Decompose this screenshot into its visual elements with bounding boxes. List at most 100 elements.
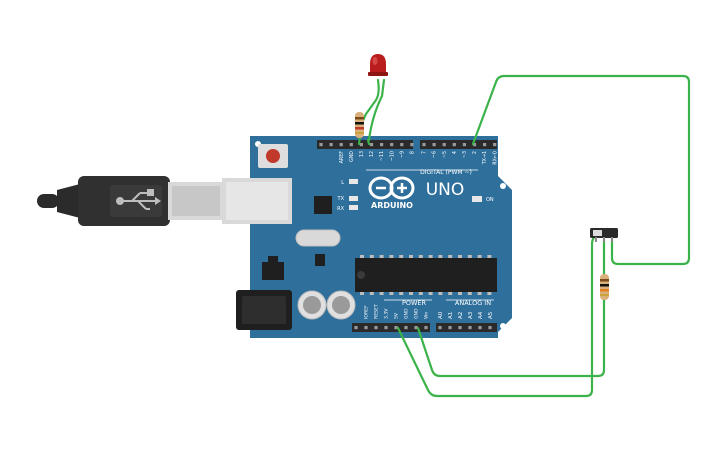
- pin-hole[interactable]: [424, 326, 428, 330]
- led-highlight: [372, 57, 378, 65]
- led-rx: [349, 205, 358, 210]
- pin-hole[interactable]: [364, 326, 368, 330]
- pin-hole[interactable]: [488, 326, 492, 330]
- analog-pin-label: A5: [488, 311, 494, 319]
- wire-5v-switch[interactable]: [396, 234, 598, 398]
- pin-hole[interactable]: [400, 143, 404, 147]
- switch-resistor[interactable]: [600, 274, 609, 300]
- chip-pin: [389, 255, 394, 258]
- chip-pin: [448, 292, 453, 295]
- chip-pin: [409, 255, 413, 258]
- digital-header-right: [420, 140, 497, 149]
- pin-hole[interactable]: [410, 143, 414, 147]
- brand-label: ARDUINO: [371, 201, 413, 210]
- digital-pin-label: ~11: [379, 151, 385, 161]
- analog-pin-label: A4: [478, 311, 484, 319]
- pin-hole[interactable]: [442, 143, 446, 147]
- usb-cable[interactable]: [37, 176, 224, 226]
- pin-hole[interactable]: [468, 326, 472, 330]
- chip-pin: [379, 292, 384, 295]
- switch-slider[interactable]: [593, 230, 602, 236]
- resistor-band: [355, 122, 364, 125]
- slide-switch[interactable]: [590, 228, 618, 242]
- usb-cable-strain: [37, 194, 59, 208]
- pin-hole[interactable]: [384, 326, 388, 330]
- chip-pin: [438, 255, 443, 258]
- digital-pin-label: 8: [410, 151, 416, 154]
- wire-gnd-resistor[interactable]: [416, 296, 606, 378]
- chip-pin: [467, 292, 472, 295]
- digital-pin-label: 4: [452, 151, 458, 154]
- switch-pin: [595, 237, 597, 242]
- pin-hole[interactable]: [448, 326, 452, 330]
- crystal-oscillator: [295, 229, 341, 247]
- digital-pin-label: GND: [349, 151, 355, 162]
- chip-pin: [438, 292, 443, 295]
- digital-header-label: DIGITAL (PWM ~): [420, 169, 472, 176]
- pin-hole[interactable]: [483, 143, 487, 147]
- chip-notch: [357, 271, 365, 279]
- analog-pin-label: A0: [438, 311, 444, 319]
- pin-hole[interactable]: [458, 326, 462, 330]
- wires[interactable]: [357, 74, 691, 398]
- pin-hole[interactable]: [404, 326, 408, 330]
- pin-hole[interactable]: [329, 143, 333, 147]
- pin-hole[interactable]: [349, 143, 353, 147]
- pin-hole[interactable]: [359, 143, 363, 147]
- pin-hole[interactable]: [339, 143, 343, 147]
- pin-hole[interactable]: [493, 143, 497, 147]
- led-dome: [370, 54, 386, 74]
- pin-hole[interactable]: [422, 143, 426, 147]
- pin-hole[interactable]: [394, 326, 398, 330]
- pin-hole[interactable]: [452, 143, 456, 147]
- bottom-pin-holes[interactable]: [354, 326, 492, 330]
- pin-hole[interactable]: [478, 326, 482, 330]
- pin-hole[interactable]: [390, 143, 394, 147]
- switch-pin: [611, 237, 613, 242]
- power-pin-label: GND: [404, 308, 410, 319]
- resistor-band: [600, 289, 609, 292]
- pin-hole[interactable]: [438, 326, 442, 330]
- wire-pin2-switch[interactable]: [471, 74, 691, 266]
- usb-jack-face: [226, 182, 288, 220]
- led-rim: [368, 72, 388, 76]
- digital-pin-holes[interactable]: [319, 143, 497, 147]
- led-resistor[interactable]: [355, 112, 364, 138]
- chip-pin: [360, 255, 364, 258]
- chip-pin: [458, 292, 462, 295]
- reset-button-cap[interactable]: [266, 149, 280, 163]
- arduino-logo-icon: [368, 176, 415, 200]
- wire-led-cathode[interactable]: [367, 78, 386, 142]
- pin-hole[interactable]: [354, 326, 358, 330]
- digital-pin-label: ~5: [442, 151, 448, 158]
- led-label-rx: RX: [337, 206, 344, 212]
- voltage-regulator: [262, 262, 284, 280]
- resistor-band: [355, 132, 364, 134]
- resistor-body: [355, 112, 364, 138]
- mount-hole: [500, 323, 506, 329]
- chip-pin: [467, 255, 472, 258]
- usb-chip: [314, 196, 332, 214]
- resistor-band: [355, 127, 364, 130]
- resistor-band: [600, 279, 609, 282]
- pin-hole[interactable]: [432, 143, 436, 147]
- capacitor: [297, 290, 327, 320]
- usb-symbol-icon: [116, 189, 161, 210]
- analog-pin-label: A2: [458, 312, 464, 319]
- pin-hole[interactable]: [369, 143, 374, 147]
- red-led[interactable]: [368, 54, 388, 76]
- pin-hole[interactable]: [380, 143, 384, 147]
- pin-hole[interactable]: [414, 326, 418, 330]
- pin-hole[interactable]: [462, 143, 466, 147]
- chip-pin: [487, 255, 492, 258]
- chip-pin: [448, 255, 453, 258]
- analog-header: [436, 323, 497, 332]
- chip-pin: [428, 255, 433, 258]
- pin-hole[interactable]: [319, 143, 323, 147]
- chip-pin: [487, 292, 492, 295]
- pin-hole[interactable]: [472, 143, 477, 147]
- pin-hole[interactable]: [374, 326, 378, 330]
